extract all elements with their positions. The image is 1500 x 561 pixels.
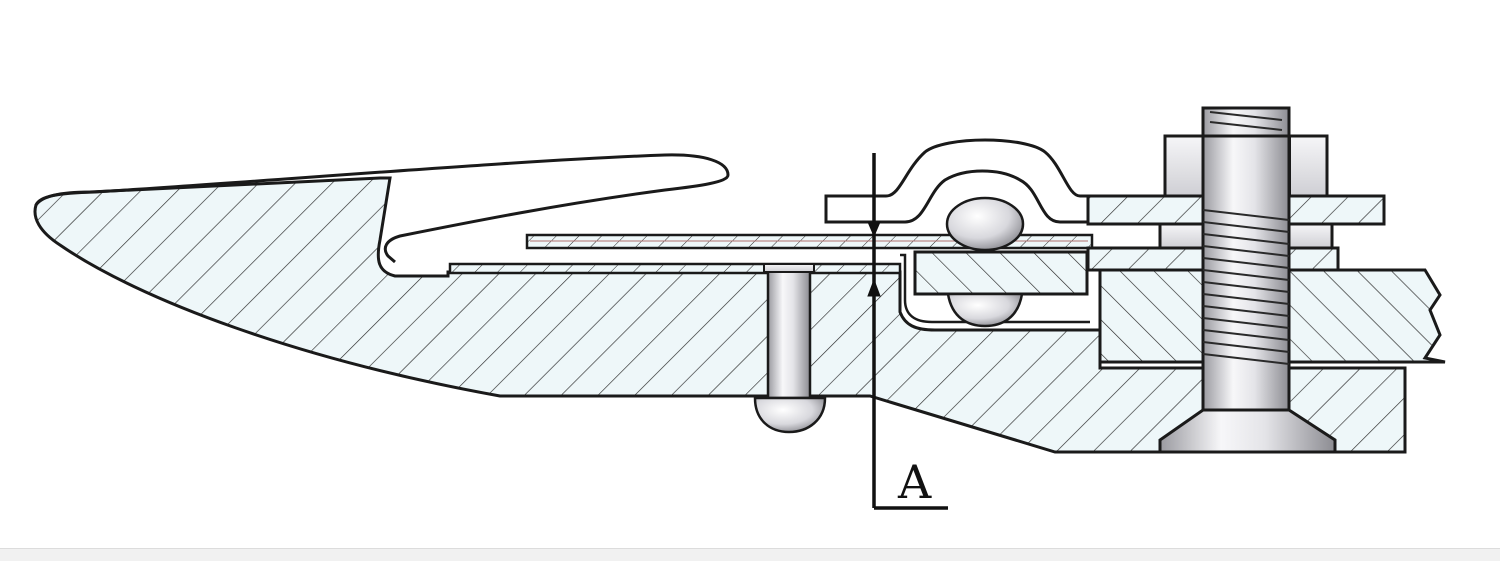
strap-pin-head-bottom [946, 292, 1024, 328]
tool-body [33, 176, 1407, 454]
bottom-rule [0, 548, 1500, 561]
pin-shank [766, 266, 812, 400]
upper-jaw-outline [34, 153, 730, 264]
pocket-cavity [900, 253, 1090, 324]
dimension-a [867, 153, 948, 510]
dimension-label-a: A [897, 455, 932, 509]
pin-head-bottom [753, 396, 827, 434]
bolt-top-threads [1209, 111, 1283, 131]
strap-pin-head-top [945, 196, 1025, 252]
bolt-head [1158, 408, 1337, 454]
pin-head-top [763, 263, 815, 273]
clamp-bar [913, 250, 1089, 296]
lower-blade [448, 262, 902, 275]
